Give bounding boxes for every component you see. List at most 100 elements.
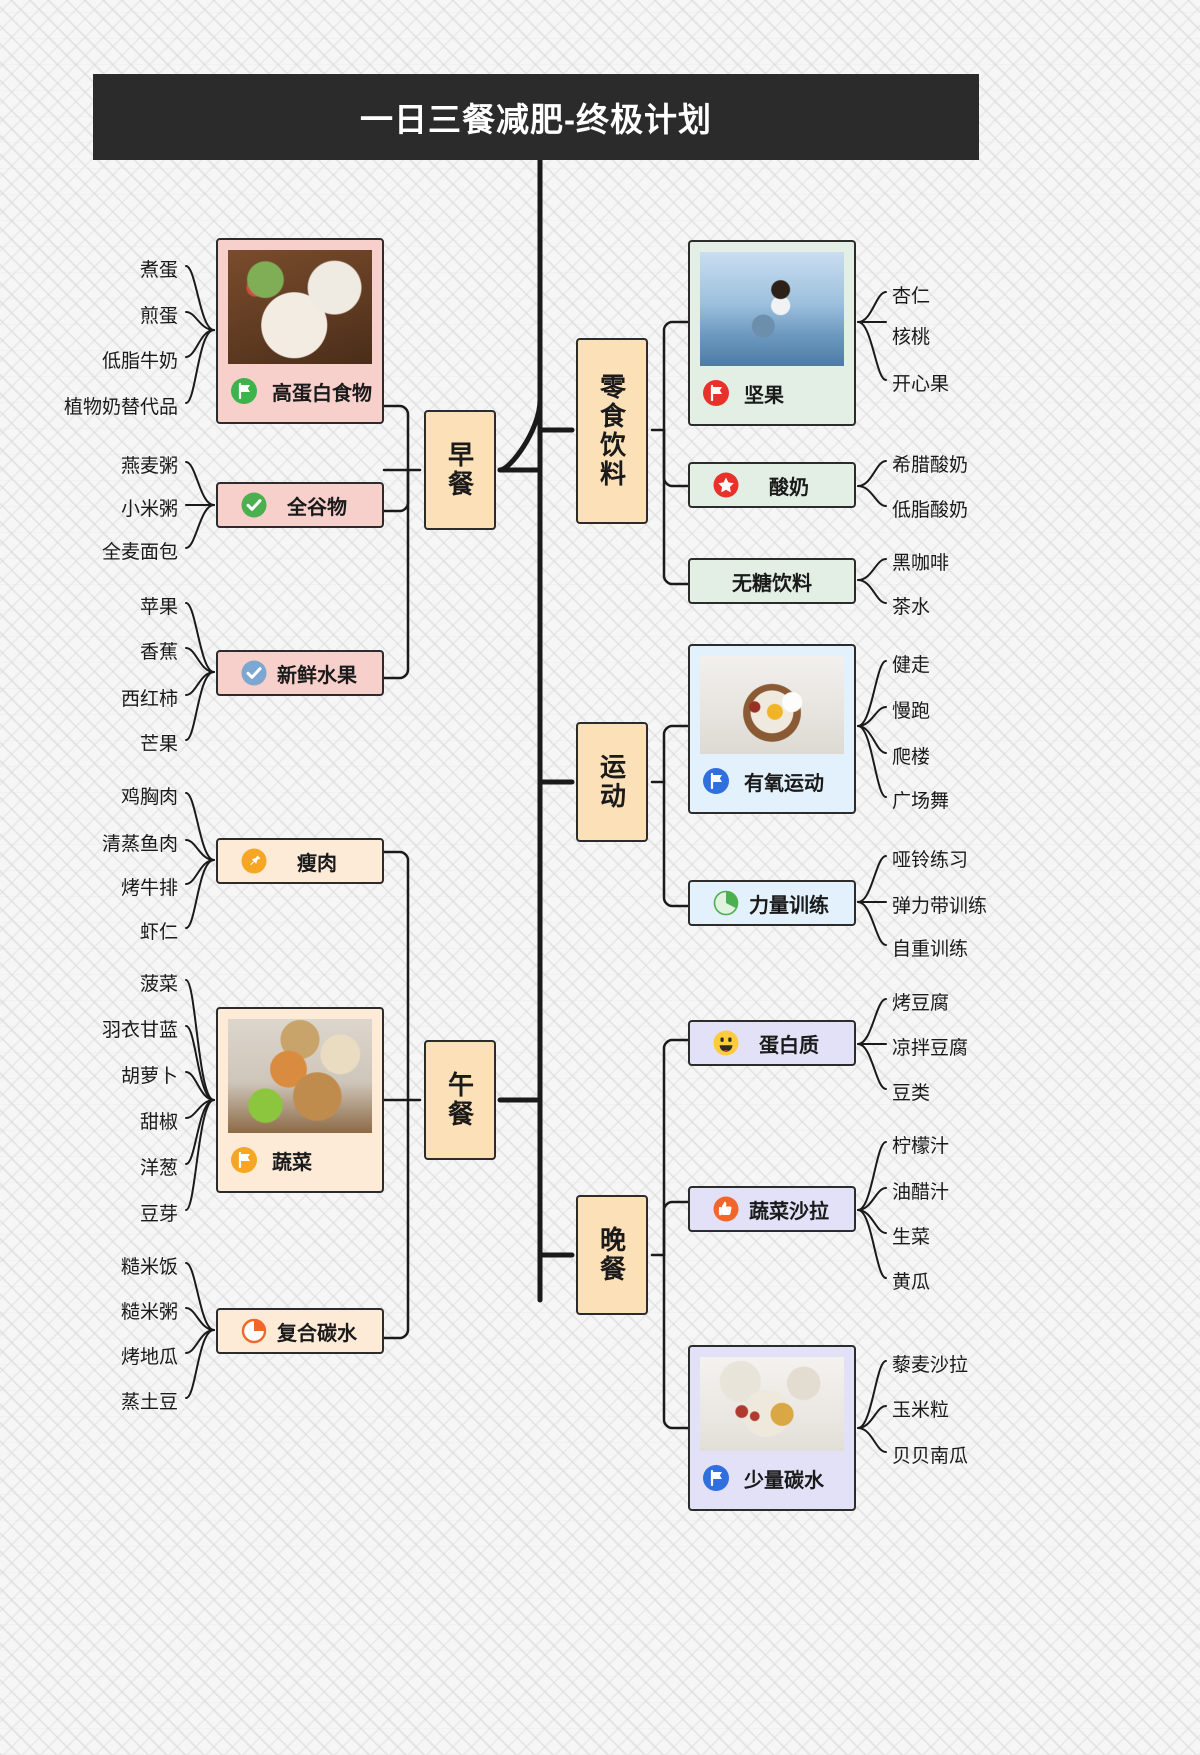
red-star-icon [712,471,740,499]
leaf-item[interactable]: 爬楼 [892,747,931,768]
aerobic-exercise-caption: 有氧运动 [700,760,844,802]
leaf-item[interactable]: 烤豆腐 [892,993,950,1014]
leaf-item[interactable]: 羽衣甘蓝 [101,1020,178,1041]
leaf-item[interactable]: 健走 [892,655,931,676]
red-flag-icon [702,379,730,407]
leaf-item[interactable]: 豆芽 [139,1204,178,1225]
leaf-item[interactable]: 糙米饭 [120,1257,178,1278]
node-protein[interactable]: 蛋白质 [688,1020,856,1066]
leaf-item[interactable]: 鸡胸肉 [120,787,178,808]
branch-snacks-label: 零食饮料 [596,373,627,489]
leaf-item[interactable]: 核桃 [892,327,931,348]
node-label: 力量训练 [749,894,829,917]
leaf-item[interactable]: 菠菜 [139,974,178,995]
leaf-item[interactable]: 胡萝卜 [120,1066,178,1087]
node-nuts[interactable]: 坚果 [688,240,856,426]
blue-flag-icon [702,767,730,795]
vegetables-caption: 蔬菜 [228,1139,372,1181]
node-lean-meat[interactable]: 瘦肉 [216,838,384,884]
leaf-item[interactable]: 煮蛋 [139,260,178,281]
leaf-item[interactable]: 西红柿 [120,689,178,710]
page-title: 一日三餐减肥-终极计划 [93,74,979,160]
leaf-item[interactable]: 开心果 [892,374,950,395]
branch-dinner[interactable]: 晚餐 [576,1195,648,1315]
node-label: 坚果 [744,384,784,407]
leaf-item[interactable]: 蒸土豆 [120,1392,178,1413]
leaf-item[interactable]: 玉米粒 [892,1400,950,1421]
leaf-item[interactable]: 甜椒 [139,1112,178,1133]
blue-flag-icon [702,1464,730,1492]
node-label: 蔬菜沙拉 [749,1200,829,1223]
leaf-item[interactable]: 黑咖啡 [892,553,950,574]
leaf-item[interactable]: 糙米粥 [120,1302,178,1323]
leaf-item[interactable]: 慢跑 [892,701,931,722]
leaf-item[interactable]: 洋葱 [139,1158,178,1179]
leaf-item[interactable]: 哑铃练习 [892,850,969,871]
branch-lunch-label: 午餐 [444,1071,475,1129]
leaf-item[interactable]: 杏仁 [892,286,931,307]
node-aerobic-exercise[interactable]: 有氧运动 [688,644,856,814]
leaf-item[interactable]: 小米粥 [120,499,178,520]
smiley-icon [712,1029,740,1057]
leaf-item[interactable]: 芒果 [139,734,178,755]
leaf-item[interactable]: 低脂牛奶 [101,351,178,372]
leaf-item[interactable]: 贝贝南瓜 [892,1446,969,1467]
node-vegetables[interactable]: 蔬菜 [216,1007,384,1193]
leaf-item[interactable]: 烤牛排 [120,878,178,899]
leaf-item[interactable]: 全麦面包 [101,542,178,563]
leaf-item[interactable]: 藜麦沙拉 [892,1355,969,1376]
leaf-item[interactable]: 香蕉 [139,642,178,663]
leaf-item[interactable]: 植物奶替代品 [63,397,178,418]
node-label: 复合碳水 [277,1322,357,1345]
leaf-item[interactable]: 烤地瓜 [120,1347,178,1368]
leaf-item[interactable]: 弹力带训练 [892,896,988,917]
node-label: 有氧运动 [744,772,824,795]
orange-pie-icon [240,1317,268,1345]
branch-snacks[interactable]: 零食饮料 [576,338,648,524]
node-label: 高蛋白食物 [272,382,372,405]
page-title-text: 一日三餐减肥-终极计划 [360,101,712,138]
leaf-item[interactable]: 豆类 [892,1083,931,1104]
leaf-item[interactable]: 燕麦粥 [120,456,178,477]
small-carbs-caption: 少量碳水 [700,1457,844,1499]
leaf-item[interactable]: 自重训练 [892,939,969,960]
leaf-item[interactable]: 广场舞 [892,791,950,812]
leaf-item[interactable]: 凉拌豆腐 [892,1038,969,1059]
leaf-item[interactable]: 虾仁 [139,922,178,943]
green-check-icon [240,491,268,519]
high-protein-food-image [228,250,372,364]
blue-check-icon [240,659,268,687]
node-label: 蛋白质 [759,1034,819,1057]
leaf-item[interactable]: 油醋汁 [892,1182,950,1203]
leaf-item[interactable]: 苹果 [139,597,178,618]
node-label: 瘦肉 [297,852,337,875]
leaf-item[interactable]: 生菜 [892,1227,931,1248]
branch-exercise-label: 运动 [596,753,627,811]
node-complex-carbs[interactable]: 复合碳水 [216,1308,384,1354]
node-fresh-fruit[interactable]: 新鲜水果 [216,650,384,696]
node-strength-training[interactable]: 力量训练 [688,880,856,926]
node-yogurt[interactable]: 酸奶 [688,462,856,508]
node-label: 无糖饮料 [732,572,812,595]
orange-pin-icon [240,847,268,875]
branch-lunch[interactable]: 午餐 [424,1040,496,1160]
node-sugar-free-drinks[interactable]: 无糖饮料 [688,558,856,604]
branch-breakfast[interactable]: 早餐 [424,410,496,530]
orange-thumbsup-icon [712,1195,740,1223]
leaf-item[interactable]: 煎蛋 [139,306,178,327]
leaf-item[interactable]: 柠檬汁 [892,1136,950,1157]
green-flag-icon [230,377,258,405]
node-high-protein-food[interactable]: 高蛋白食物 [216,238,384,424]
node-vegetable-salad[interactable]: 蔬菜沙拉 [688,1186,856,1232]
node-label: 新鲜水果 [277,664,357,687]
node-whole-grain[interactable]: 全谷物 [216,482,384,528]
branch-exercise[interactable]: 运动 [576,722,648,842]
leaf-item[interactable]: 清蒸鱼肉 [101,834,178,855]
node-label: 少量碳水 [744,1469,824,1492]
leaf-item[interactable]: 茶水 [892,597,931,618]
leaf-item[interactable]: 黄瓜 [892,1272,931,1293]
node-small-carbs[interactable]: 少量碳水 [688,1345,856,1511]
leaf-item[interactable]: 希腊酸奶 [892,455,969,476]
branch-dinner-label: 晚餐 [596,1226,627,1284]
leaf-item[interactable]: 低脂酸奶 [892,500,969,521]
